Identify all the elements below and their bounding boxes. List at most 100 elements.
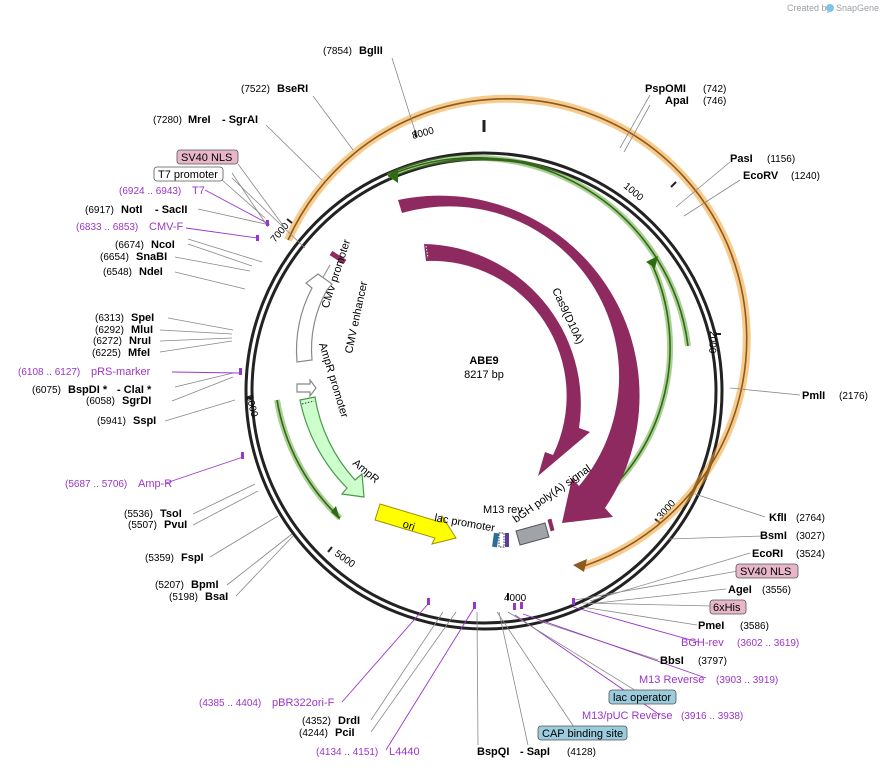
pbr-primer[interactable]: pBR322ori-F [272,697,335,709]
bspqi-site[interactable]: BspQI [477,746,509,758]
credit-brand: SnapGene [836,3,879,13]
pbr-primer-pos: (4385 .. 4404) [199,698,261,709]
fspi-site[interactable]: FspI [181,552,204,564]
bsmi-site[interactable]: BsmI [760,530,787,542]
pspomi-site[interactable]: PspOMI [645,83,686,95]
tick-8000: 8000 [411,125,436,141]
tsoi-site[interactable]: TsoI [160,508,182,520]
leader-lines [159,57,801,746]
plasmid-length: 8217 bp [464,369,504,381]
his-tag-box[interactable] [709,599,747,615]
ncoi-site[interactable]: NcoI [151,239,175,251]
bglii-site[interactable]: BglII [359,45,383,57]
pmei-site[interactable]: PmeI [698,620,724,632]
pasi-site[interactable]: PasI [730,153,753,165]
bsai-site[interactable]: BsaI [205,591,228,603]
nrui-site[interactable]: NruI [129,335,151,347]
pcii-site[interactable]: PciI [335,727,355,739]
pspomi-pos: (742) [703,84,726,95]
bseri-site[interactable]: BseRI [277,83,308,95]
ori-feature: ori [374,503,457,545]
enzyme-labels: (7854) BglII (7522) BseRI (7280) MreI - … [32,45,868,758]
l4440-primer[interactable]: L4440 [389,746,420,758]
ndei-site[interactable]: NdeI [139,266,163,278]
t7-promoter-box[interactable] [153,166,224,182]
sv40nls-top-label: SV40 NLS [181,152,232,164]
spei-pos: (6313) [95,313,124,324]
snabi-site[interactable]: SnaBI [136,251,167,263]
bseri-pos: (7522) [241,84,270,95]
bpmi-pos: (5207) [155,580,184,591]
bbsi-pos: (3797) [698,656,727,667]
clai-site[interactable]: - ClaI * [117,384,152,396]
drdi-pos: (4352) [302,716,331,727]
pmli-pos: (2176) [839,391,868,402]
bspqi-pos: (4128) [567,747,596,758]
feature-boxes: SV40 NLS T7 promoter SV40 NLS 6xHis lac … [153,149,799,741]
mfei-pos: (6225) [92,348,121,359]
ecorv-site[interactable]: EcoRV [743,170,779,182]
sapi-site[interactable]: - SapI [520,746,550,758]
m13rev-primer[interactable]: M13 Reverse [639,674,704,686]
credit-prefix: Created by [787,3,832,13]
bpmi-site[interactable]: BpmI [191,579,219,591]
bglii-pos: (7854) [323,46,352,57]
lac-operator-label: lac operator [613,692,671,704]
spei-site[interactable]: SpeI [131,312,154,324]
snabi-pos: (6654) [100,252,129,263]
bbsi-site[interactable]: BbsI [660,655,684,667]
pcii-pos: (4244) [299,728,328,739]
sv40nls-right-label: SV40 NLS [740,566,791,578]
sspi-site[interactable]: SspI [133,415,156,427]
noti-pos: (6917) [85,205,114,216]
sgrdi-pos: (6058) [86,396,115,407]
cmv-promoter-feature: CMV promoter [317,238,353,310]
cmv-enhancer-label: CMV enhancer [343,280,370,355]
mfei-site[interactable]: MfeI [128,347,150,359]
primer-marks [239,220,575,610]
pvui-site[interactable]: PvuI [164,519,187,531]
sv40nls-top-box[interactable] [176,149,239,165]
bsai-pos: (5198) [169,592,198,603]
ecorv-pos: (1240) [791,171,820,182]
m13puc-primer-pos: (3916 .. 3938) [681,711,743,722]
apai-site[interactable]: ApaI [665,95,689,107]
pmli-site[interactable]: PmlI [802,390,825,402]
mlui-site[interactable]: MluI [131,324,153,336]
sgrdi-site[interactable]: SgrDI [122,395,151,407]
fspi-pos: (5359) [145,553,174,564]
bghrev-primer[interactable]: BGH-rev [681,637,724,649]
ampr-primer[interactable]: Amp-R [138,478,172,490]
prs-primer[interactable]: pRS-marker [91,366,151,378]
lac-region-features: lac promoter M13 rev [433,504,523,548]
noti-site[interactable]: NotI [121,204,142,216]
kfli-site[interactable]: KflI [769,512,787,524]
l4440-primer-pos: (4134 .. 4151) [316,747,378,758]
sspi-pos: (5941) [97,416,126,427]
sgrai-site[interactable]: - SgrAI [222,114,258,126]
drdi-site[interactable]: DrdI [338,715,360,727]
agei-site[interactable]: AgeI [728,584,752,596]
cap-binding-site-box[interactable] [537,725,628,741]
tick-2000: 2000 [706,331,718,354]
t7-primer-pos: (6924 .. 6943) [119,186,181,197]
ecori-site[interactable]: EcoRI [752,548,783,560]
sv40nls-right-box[interactable] [735,563,799,579]
lac-operator-box[interactable] [608,689,677,705]
m13puc-primer[interactable]: M13/pUC Reverse [582,710,672,722]
mrei-site[interactable]: MreI [188,114,211,126]
kfli-pos: (2764) [796,513,825,524]
bspdi-site[interactable]: BspDI * [68,384,108,396]
pasi-pos: (1156) [767,154,795,165]
bsmi-pos: (3027) [796,531,825,542]
ori-label: ori [401,518,416,533]
prs-primer-pos: (6108 .. 6127) [18,367,80,378]
t7-primer[interactable]: T7 [192,185,205,197]
cmvf-primer[interactable]: CMV-F [149,221,184,233]
bspdi-pos: (6075) [32,385,61,396]
orange-arrowhead [573,559,587,572]
sacii-site[interactable]: - SacII [155,204,187,216]
box-leader-lines [221,163,739,734]
cap-binding-site-label: CAP binding site [542,728,623,740]
